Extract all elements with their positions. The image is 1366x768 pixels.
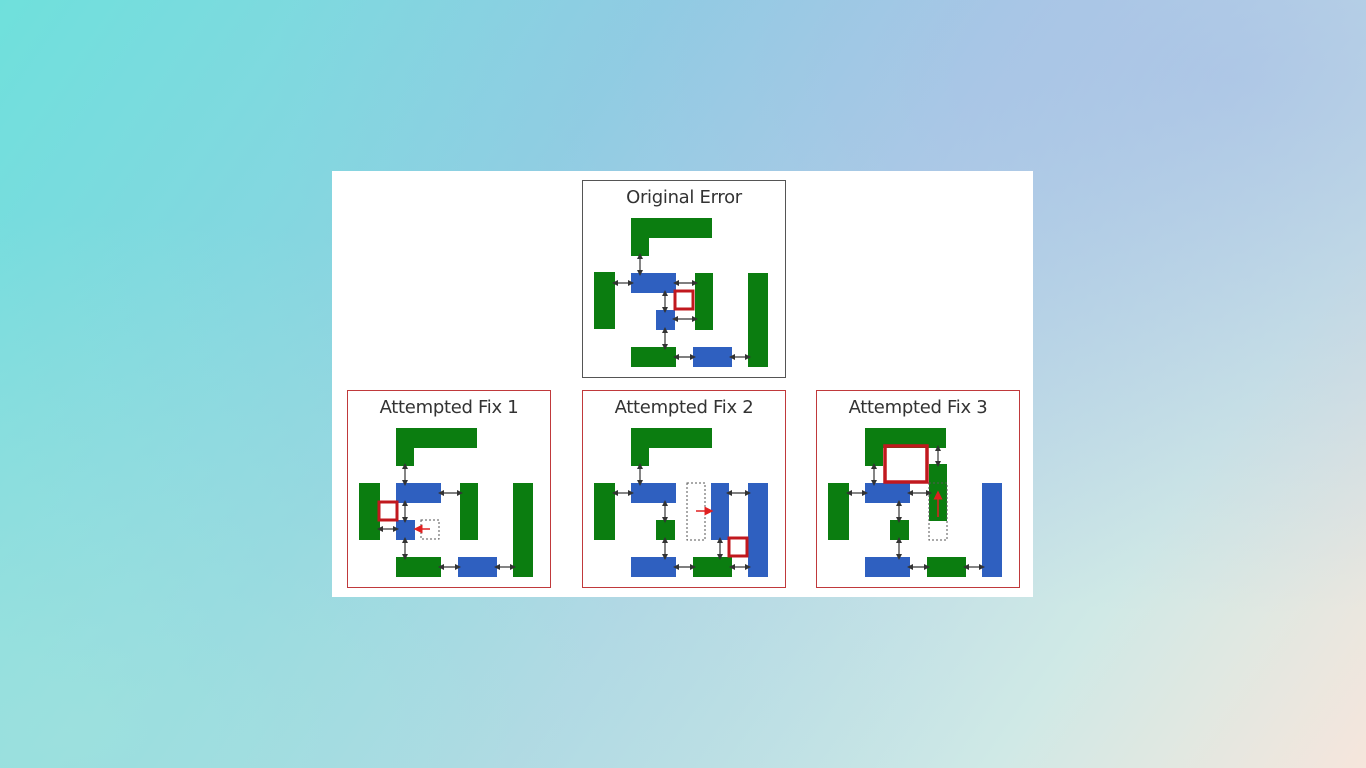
blue-block-small <box>396 520 415 540</box>
spacing-arrows <box>846 445 985 570</box>
panel-attempted-fix-3: Attempted Fix 3 <box>816 390 1020 588</box>
blue-block-bottom <box>458 557 497 577</box>
spacing-arrows <box>377 463 516 570</box>
layout-diagram-original <box>594 218 768 367</box>
panel-title-fix-2: Attempted Fix 2 <box>614 397 754 418</box>
error-box <box>727 536 749 558</box>
green-block-top-l <box>631 428 712 466</box>
green-block-left <box>359 483 380 540</box>
panel-attempted-fix-1: Attempted Fix 1 <box>347 390 551 588</box>
blue-block-bottom <box>865 557 910 577</box>
spacing-arrows <box>612 463 751 570</box>
panel-title-fix-3: Attempted Fix 3 <box>848 397 988 418</box>
blue-block-right-tall <box>982 483 1002 577</box>
layout-diagram-fix-1 <box>359 428 533 577</box>
blue-block-bottom <box>631 557 676 577</box>
green-block-bottom <box>927 557 966 577</box>
error-box <box>883 444 929 484</box>
green-block-small <box>656 520 675 540</box>
green-block-top-l <box>396 428 477 466</box>
spacing-arrows <box>612 253 751 360</box>
blue-block-right-tall <box>748 483 768 577</box>
green-block-left <box>594 483 615 540</box>
blue-block-mid <box>711 483 729 540</box>
panel-title-fix-1: Attempted Fix 1 <box>379 397 519 418</box>
error-box <box>673 289 695 311</box>
ghost-block-original-position <box>686 482 706 541</box>
green-block-bottom <box>631 347 676 367</box>
green-block-small <box>890 520 909 540</box>
green-block-left <box>828 483 849 540</box>
green-block-bottom <box>693 557 732 577</box>
green-block-top-l <box>631 218 712 256</box>
blue-block-top <box>396 483 441 503</box>
layout-diagram-fix-3 <box>828 428 1002 577</box>
green-block-right-tall <box>513 483 533 577</box>
ghost-block-original-position <box>928 482 948 541</box>
blue-block-small <box>656 310 675 330</box>
green-block-mid <box>460 483 478 540</box>
green-block-left <box>594 272 615 329</box>
panel-original-error: Original Error <box>582 180 786 378</box>
panel-attempted-fix-2: Attempted Fix 2 <box>582 390 786 588</box>
error-box <box>377 500 399 522</box>
green-block-mid <box>695 273 713 330</box>
diagram-slide: Original Error <box>332 171 1033 597</box>
panel-title-original: Original Error <box>626 187 742 208</box>
blue-block-bottom <box>693 347 732 367</box>
blue-block-top <box>631 483 676 503</box>
green-block-bottom <box>396 557 441 577</box>
green-block-right-tall <box>748 273 768 367</box>
blue-block-top <box>865 483 910 503</box>
blue-block-top <box>631 273 676 293</box>
layout-diagram-fix-2 <box>594 428 768 577</box>
